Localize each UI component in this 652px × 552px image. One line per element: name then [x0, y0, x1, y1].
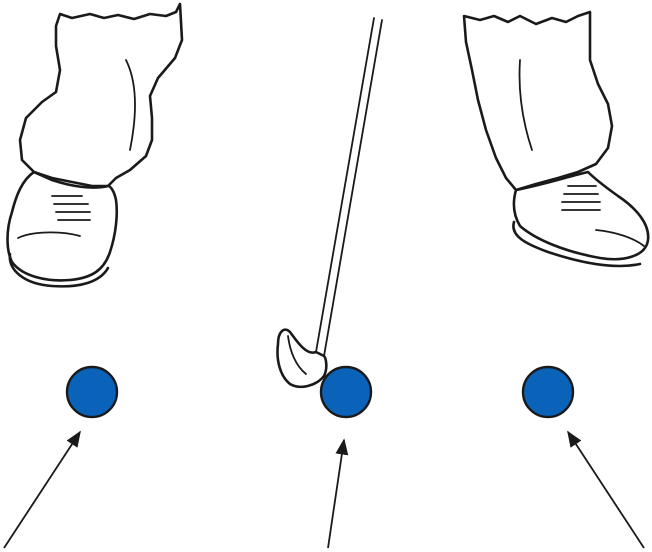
golf-ball-icon — [67, 367, 117, 417]
right-shoe-laces — [562, 186, 600, 210]
left-trouser-crease — [126, 60, 135, 150]
right-foot-figure — [464, 12, 648, 266]
club-shaft — [316, 18, 382, 356]
balls-layer — [67, 367, 573, 417]
golf-club-figure — [278, 18, 383, 387]
left-trouser-leg — [20, 4, 182, 186]
arrows-layer — [4, 432, 644, 548]
right-trouser-leg — [464, 12, 612, 190]
right-trouser-crease — [520, 60, 533, 150]
golf-ball-icon — [523, 367, 573, 417]
right-shoe-toecap — [596, 230, 644, 246]
arrow-icon — [328, 440, 344, 548]
arrow-icon — [4, 432, 80, 548]
left-shoe-toecap — [18, 232, 80, 238]
left-foot-figure — [8, 4, 183, 286]
golf-ball-icon — [321, 367, 371, 417]
arrow-icon — [568, 432, 644, 548]
left-shoe-laces — [52, 196, 90, 220]
left-shoe — [8, 172, 117, 280]
